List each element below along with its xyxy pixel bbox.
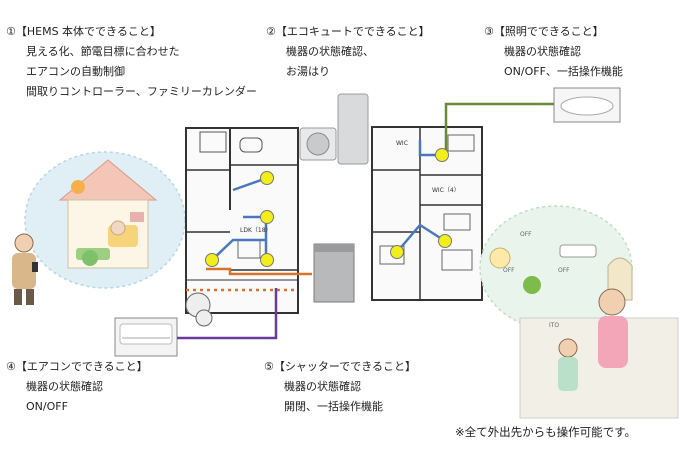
section-line: 開閉、一括操作機能: [284, 400, 383, 413]
device-dot: [205, 253, 219, 267]
label-wic-top: WIC: [396, 140, 408, 147]
section-title: ①【HEMS 本体でできること】: [6, 25, 161, 38]
orange-line: [206, 267, 312, 276]
section-line: 機器の状態確認、: [286, 45, 374, 58]
section-line: 間取りコントローラー、ファミリーカレンダー: [26, 85, 257, 98]
device-dot: [435, 148, 449, 162]
purple-line: [177, 288, 278, 340]
label-ldk: LDK（18）: [240, 227, 272, 234]
floorplan-1f: [185, 127, 299, 327]
section-aircon: ④【エアコンでできること】 機器の状態確認 ON/OFF: [6, 357, 148, 417]
section-lighting: ③【照明でできること】 機器の状態確認 ON/OFF、一括操作機能: [484, 22, 623, 82]
section-ecocute: ②【エコキュートでできること】 機器の状態確認、 お湯はり: [266, 22, 430, 82]
section-line: ON/OFF、一括操作機能: [504, 65, 623, 78]
blue-line-2f: [418, 140, 442, 157]
section-title: ②【エコキュートでできること】: [266, 25, 430, 38]
remote-control-illustration: [479, 205, 679, 419]
label-door: ITO: [549, 322, 559, 329]
device-dot: [260, 210, 274, 224]
device-dot: [260, 253, 274, 267]
footer-note: ※全て外出先からも操作可能です。: [455, 425, 636, 439]
air-conditioner: [114, 317, 178, 357]
section-title: ⑤【シャッターでできること】: [264, 360, 416, 373]
section-shutter: ⑤【シャッターでできること】 機器の状態確認 開閉、一括操作機能: [264, 357, 416, 417]
section-line: お湯はり: [286, 65, 330, 78]
label-off-a: OFF: [520, 231, 532, 238]
section-title: ③【照明でできること】: [484, 25, 604, 38]
blue-line-2f-b: [396, 223, 446, 253]
floorplan-2f: [371, 126, 483, 301]
section-line: 見える化、節電目標に合わせた: [26, 45, 180, 58]
ceiling-light: [553, 87, 621, 123]
device-dot: [390, 245, 404, 259]
label-wic-mid: WIC（4）: [432, 187, 460, 194]
section-line: ON/OFF: [26, 400, 68, 413]
person-with-phone-left: [12, 233, 38, 305]
label-off-b: OFF: [503, 267, 515, 274]
section-hems: ①【HEMS 本体でできること】 見える化、節電目標に合わせた エアコンの自動制…: [6, 22, 257, 102]
home-illustration: [24, 151, 186, 289]
label-off-c: OFF: [558, 267, 570, 274]
section-line: 機器の状態確認: [284, 380, 361, 393]
device-dot: [438, 234, 452, 248]
shutter-unit: [313, 243, 355, 303]
section-line: エアコンの自動制御: [26, 65, 125, 78]
ecocute-unit: [299, 93, 369, 165]
section-line: 機器の状態確認: [26, 380, 103, 393]
section-title: ④【エアコンでできること】: [6, 360, 148, 373]
green-line: [444, 102, 554, 154]
device-dots: [205, 148, 452, 267]
blue-line-1f-c: [211, 238, 266, 261]
device-dot: [260, 171, 274, 185]
section-line: 機器の状態確認: [504, 45, 581, 58]
